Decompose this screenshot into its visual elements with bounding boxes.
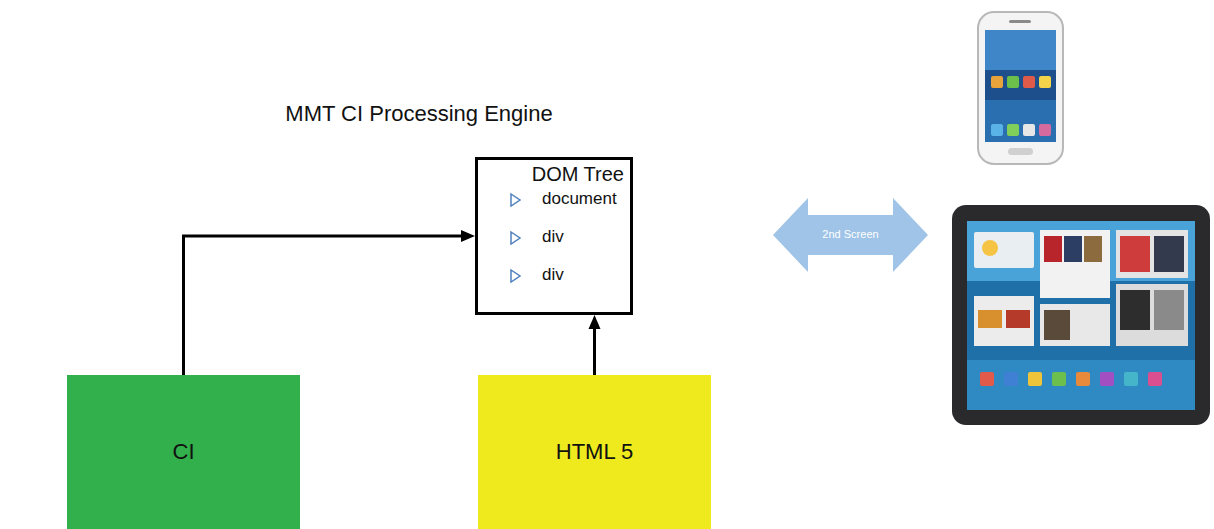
bullet-triangle-shape: [511, 194, 520, 206]
panel-title: MMT CI Processing Engine: [285, 101, 552, 126]
connector-line: [184, 236, 464, 375]
bullet-triangle-shape: [511, 232, 520, 244]
panel-fill: [8, 80, 858, 392]
tree-item: div: [542, 265, 564, 285]
dom-tree-box: DOM Tree document div div: [475, 157, 633, 315]
phone-illustration: [978, 12, 1063, 164]
double-block-arrow: [773, 198, 928, 272]
arrow-head: [461, 230, 475, 242]
tree-item: document: [542, 189, 617, 209]
connector: [184, 230, 476, 375]
block-label: HTML 5: [556, 439, 633, 464]
connector: [589, 315, 601, 375]
connector-line: [593, 327, 596, 375]
tree-item: div: [542, 227, 564, 247]
bullet-triangle: [509, 269, 521, 283]
bullet-triangle-shape: [511, 270, 520, 282]
bullet-triangle: [509, 193, 521, 207]
block-label: CI: [173, 439, 195, 464]
input-block: CI: [67, 375, 300, 529]
arrow-label: 2nd Screen: [808, 228, 893, 241]
input-block: HTML 5: [478, 375, 711, 529]
tablet-illustration: [952, 205, 1210, 425]
arrow-head: [589, 315, 601, 329]
box-heading: DOM Tree: [532, 163, 624, 186]
engine-panel: MMT CI Processing EngineDOM Tree document…: [8, 80, 858, 392]
bullet-triangle: [509, 231, 521, 245]
